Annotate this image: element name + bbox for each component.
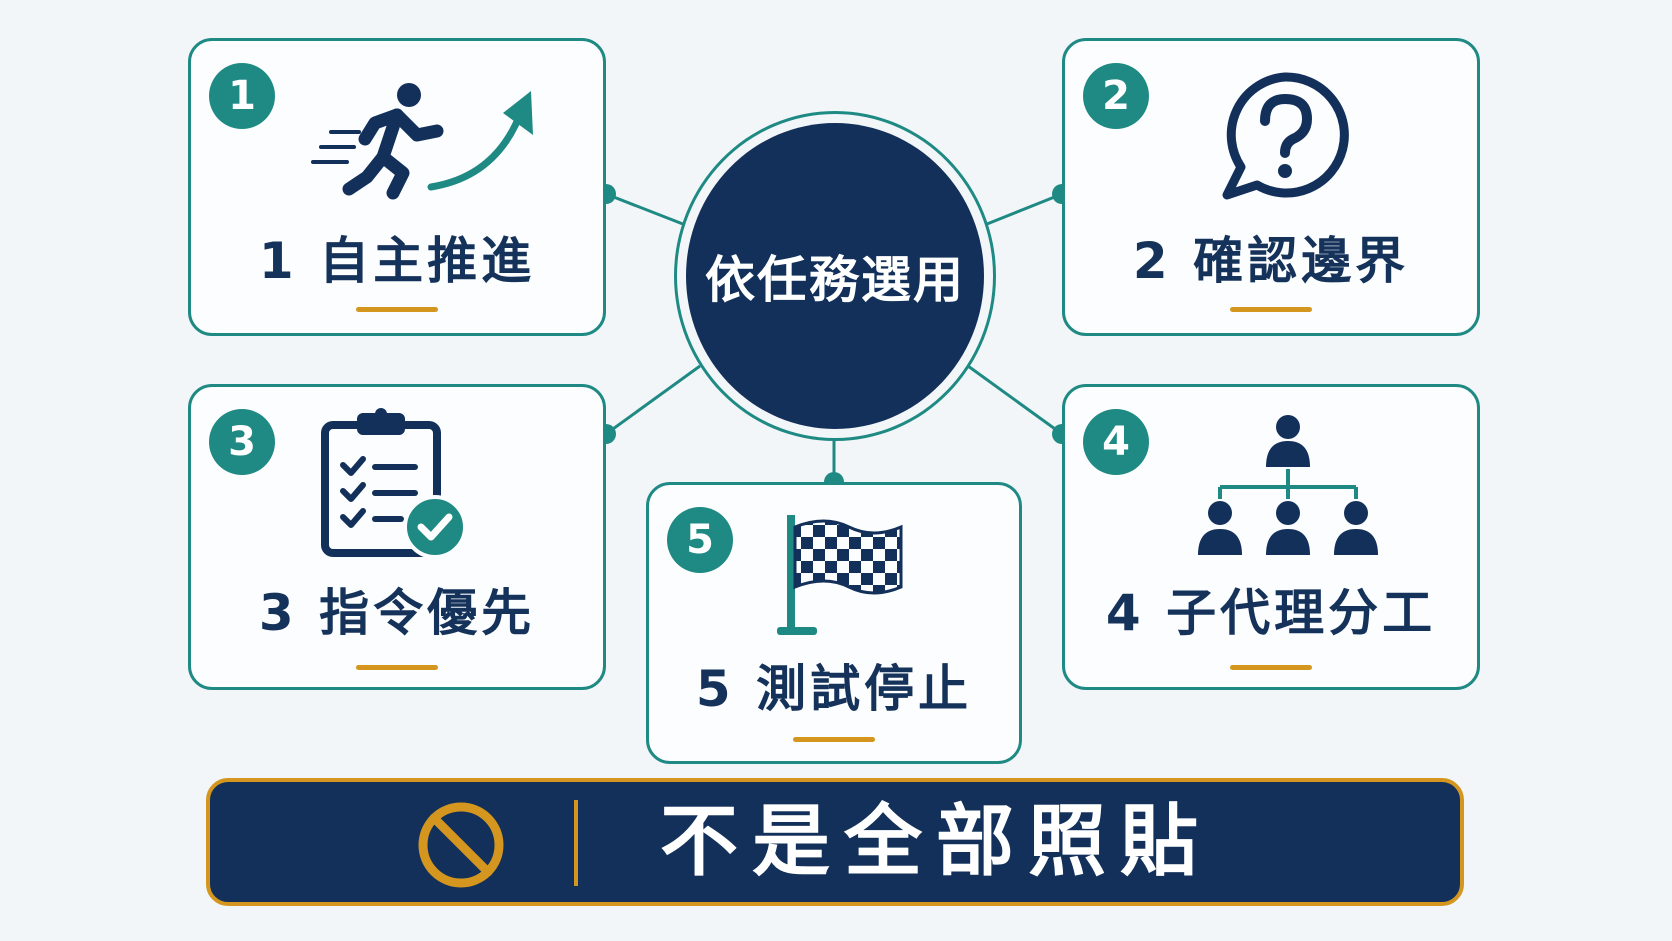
step-card-5: 5 5 測試停止 xyxy=(646,482,1022,764)
step-card-3: 3 3 指令優先 xyxy=(188,384,606,690)
connector-4 xyxy=(967,364,1063,436)
running-person-arrow-icon xyxy=(311,83,533,200)
step-card-4: 4 4 子代理分工 xyxy=(1062,384,1480,690)
connector-2 xyxy=(981,192,1063,228)
center-hub: 依任務選用 xyxy=(674,111,996,441)
step-label: 4 子代理分工 xyxy=(1105,584,1437,642)
center-hub-inner: 依任務選用 xyxy=(686,123,984,429)
connector-1 xyxy=(605,192,689,228)
step-number-badge: 4 xyxy=(1083,409,1149,475)
accent-underline xyxy=(793,737,875,742)
step-label: 2 確認邊界 xyxy=(1132,232,1410,290)
question-bubble-icon xyxy=(1222,72,1349,200)
step-label: 5 測試停止 xyxy=(695,660,973,718)
step-label: 1 自主推進 xyxy=(258,232,536,290)
step-card-2: 2 2 確認邊界 xyxy=(1062,38,1480,336)
org-chart-icon xyxy=(1198,415,1378,555)
banner-divider xyxy=(574,800,578,886)
clipboard-checklist-icon xyxy=(321,408,467,559)
step-number-badge: 1 xyxy=(209,63,275,129)
bottom-banner: 不是全部照貼 xyxy=(206,778,1464,906)
step-number-badge: 3 xyxy=(209,409,275,475)
accent-underline xyxy=(1230,665,1312,670)
accent-underline xyxy=(1230,307,1312,312)
step-card-1: 1 1 自主推進 xyxy=(188,38,606,336)
prohibited-icon xyxy=(418,802,504,888)
step-number-badge: 5 xyxy=(667,507,733,573)
step-label: 3 指令優先 xyxy=(258,584,536,642)
connector-3 xyxy=(605,364,701,436)
banner-text: 不是全部照貼 xyxy=(660,797,1213,887)
accent-underline xyxy=(356,307,438,312)
step-number-badge: 2 xyxy=(1083,63,1149,129)
center-label: 依任務選用 xyxy=(705,251,965,309)
accent-underline xyxy=(356,665,438,670)
checkered-flag-icon xyxy=(777,515,903,635)
